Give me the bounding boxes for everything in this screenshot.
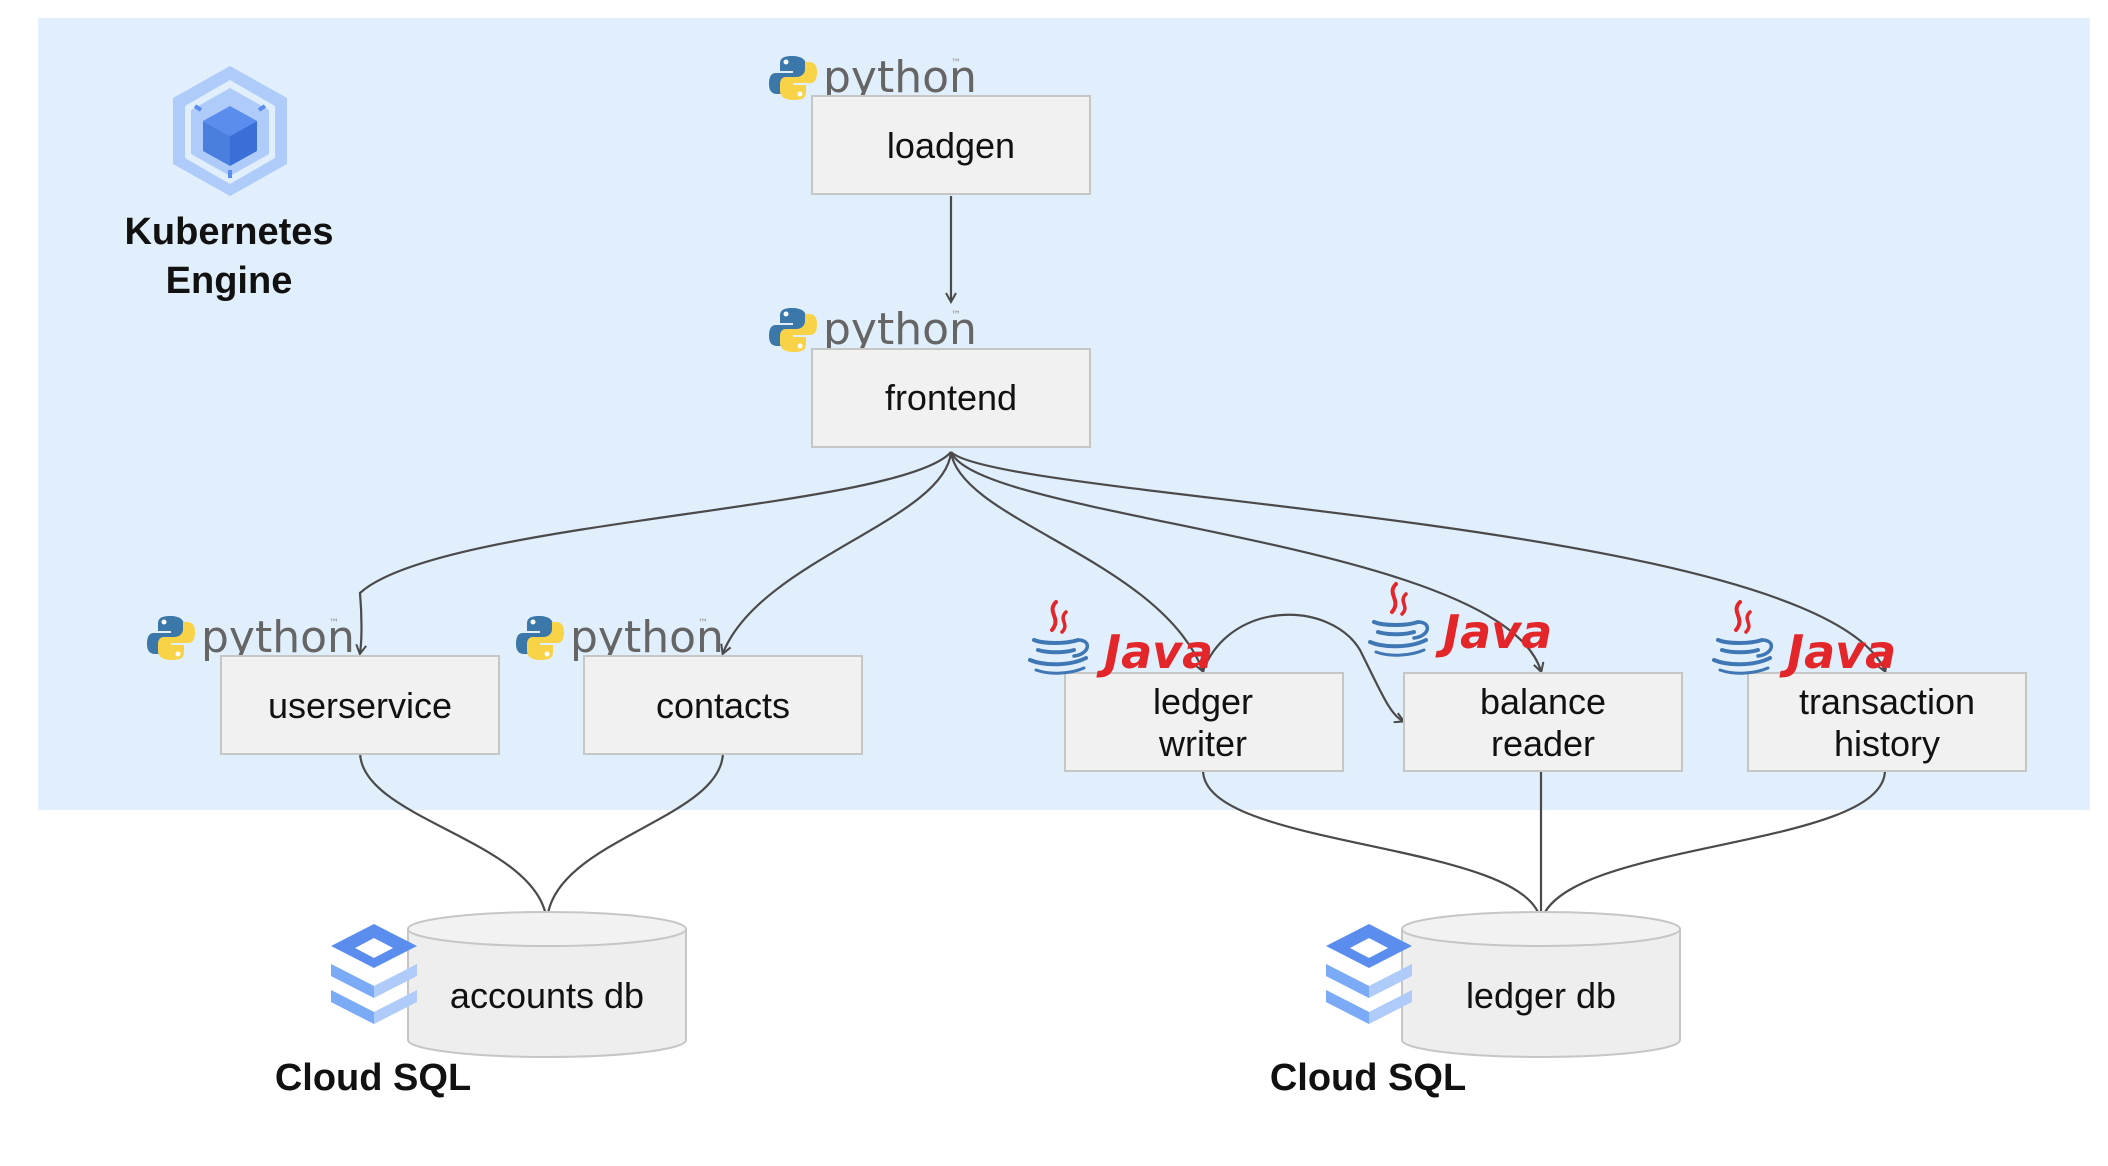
python-trademark: ™ <box>698 618 708 629</box>
contacts-label: contacts <box>656 685 790 726</box>
database-ledger: ledger db Cloud SQL <box>1270 911 1681 1099</box>
python-wordmark: python <box>570 612 724 663</box>
userservice-box <box>220 655 500 755</box>
edge-frontend-userservice <box>360 451 952 653</box>
transactionhistory-label-line1: transaction <box>1799 681 1975 722</box>
service-transactionhistory: Java transaction history <box>1712 600 2027 772</box>
java-wordmark: Java <box>1096 625 1213 679</box>
loadgen-label: loadgen <box>887 125 1015 166</box>
loadgen-box <box>811 95 1091 195</box>
kubernetes-engine-icon <box>173 66 287 196</box>
edge-ledgerwriter-ledgerdb <box>1201 769 1541 922</box>
python-wordmark: python <box>823 52 977 103</box>
cluster-title-line1: Kubernetes <box>124 211 333 253</box>
edge-transactionhistory-ledgerdb <box>1541 769 1887 922</box>
database-accounts: accounts db Cloud SQL <box>275 911 687 1099</box>
accounts-db-provider: Cloud SQL <box>275 1057 471 1099</box>
java-wordmark: Java <box>1779 625 1896 679</box>
cloud-sql-icon <box>331 924 417 1024</box>
python-trademark: ™ <box>329 618 339 629</box>
accounts-db-label: accounts db <box>450 975 644 1016</box>
service-loadgen: python ™ loadgen <box>769 52 1091 195</box>
cloud-sql-icon <box>1326 924 1412 1024</box>
ledger-db-cylinder-top <box>1401 911 1681 947</box>
edge-frontend-balancereader <box>949 451 1541 671</box>
contacts-box <box>583 655 863 755</box>
service-userservice: python ™ userservice <box>147 612 500 755</box>
edge-frontend-ledgerwriter <box>949 451 1203 671</box>
python-wordmark: python <box>823 304 977 355</box>
ledgerwriter-box <box>1064 672 1344 772</box>
transactionhistory-box <box>1747 672 2027 772</box>
cluster-title-line2: Engine <box>166 260 293 302</box>
ledger-db-cylinder <box>1401 928 1681 1058</box>
edge-contacts-accountsdb <box>547 751 725 922</box>
accounts-db-cylinder <box>407 928 687 1058</box>
frontend-box <box>811 348 1091 448</box>
ledger-db-provider: Cloud SQL <box>1270 1057 1466 1099</box>
python-wordmark: python <box>201 612 355 663</box>
ledgerwriter-label-line2: writer <box>1158 723 1247 764</box>
ledger-db-label: ledger db <box>1466 975 1616 1016</box>
service-ledgerwriter: Java ledger writer <box>1028 600 1344 772</box>
balancereader-label-line2: reader <box>1491 723 1595 764</box>
python-trademark: ™ <box>951 58 961 69</box>
accounts-db-cylinder-top <box>407 911 687 947</box>
edge-frontend-transactionhistory <box>950 451 1885 671</box>
service-balancereader: Java balance reader <box>1368 582 1683 772</box>
ledgerwriter-label-line1: ledger <box>1153 681 1253 722</box>
edge-frontend-contacts <box>723 451 953 653</box>
edge-ledgerwriter-balancereader <box>1201 613 1403 721</box>
frontend-label: frontend <box>885 377 1017 418</box>
edge-userservice-accountsdb <box>358 751 547 922</box>
balancereader-box <box>1403 672 1683 772</box>
userservice-label: userservice <box>268 685 452 726</box>
java-wordmark: Java <box>1435 605 1552 659</box>
balancereader-label-line1: balance <box>1480 681 1606 722</box>
service-frontend: python ™ frontend <box>769 304 1091 448</box>
transactionhistory-label-line2: history <box>1834 723 1940 764</box>
service-contacts: python ™ contacts <box>516 612 863 755</box>
python-trademark: ™ <box>951 310 961 321</box>
edges <box>360 196 1885 922</box>
